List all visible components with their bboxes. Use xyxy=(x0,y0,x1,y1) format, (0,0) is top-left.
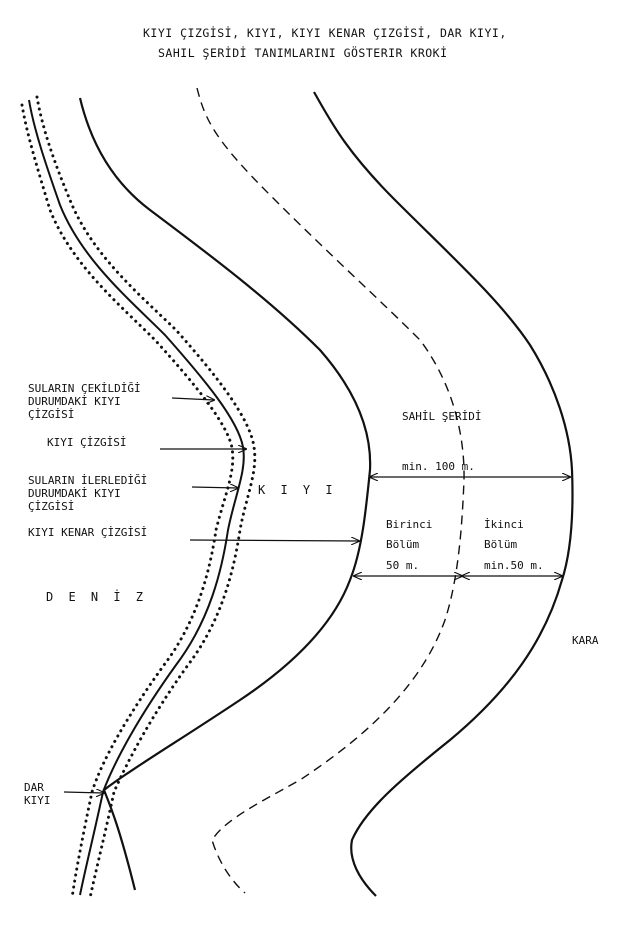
coastal-strip-width-label: min. 100 m. xyxy=(402,460,475,473)
advancing-shoreline-label-3: ÇİZGİSİ xyxy=(28,500,74,513)
first-section-label-2: Bölüm xyxy=(386,538,419,551)
advancing-shoreline-label-1: SULARIN İLERLEDİĞİ xyxy=(28,474,147,487)
second-section-label-1: İkinci xyxy=(484,518,524,531)
receding-shoreline-arrow xyxy=(171,398,214,400)
narrow-shore-arrow xyxy=(63,792,104,793)
shore-edge-line-arrow xyxy=(189,540,359,541)
section-boundary-dashed xyxy=(196,87,465,894)
title-line-1: KIYI ÇIZGİSİ, KIYI, KIYI KENAR ÇIZGİSİ, … xyxy=(143,25,507,40)
advancing-shoreline-arrow xyxy=(191,487,238,488)
receding-shoreline-label-1: SULARIN ÇEKİLDİĞİ xyxy=(28,382,141,395)
shore-edge-line-curve xyxy=(78,97,372,891)
receding-shoreline-label-2: DURUMDAKİ KIYI xyxy=(28,395,121,408)
receding-water-shoreline xyxy=(20,103,235,900)
first-section-label-3: 50 m. xyxy=(386,559,419,572)
receding-shoreline-label-3: ÇİZGİSİ xyxy=(28,408,74,421)
sea-label: D E N İ Z xyxy=(46,589,147,604)
shore-edge-line-label: KIYI KENAR ÇİZGİSİ xyxy=(28,526,147,539)
land-label: KARA xyxy=(572,634,599,647)
shoreline-curve xyxy=(28,99,245,896)
second-section-label-3: min.50 m. xyxy=(484,559,544,572)
advancing-water-shoreline xyxy=(35,95,257,900)
shore-label: K I Y I xyxy=(258,483,337,497)
title-line-2: SAHIL ŞERİDİ TANIMLARINI GÖSTERIR KROKİ xyxy=(158,44,448,60)
advancing-shoreline-label-2: DURUMDAKİ KIYI xyxy=(28,487,121,500)
land-boundary-curve xyxy=(313,91,574,897)
first-section-label-1: Birinci xyxy=(386,518,432,531)
coastal-strip-label: SAHİL ŞERİDİ xyxy=(402,410,481,423)
second-section-label-2: Bölüm xyxy=(484,538,517,551)
narrow-shore-label-2: KIYI xyxy=(24,794,51,807)
narrow-shore-label-1: DAR xyxy=(24,781,44,794)
shoreline-label: KIYI ÇİZGİSİ xyxy=(47,436,126,449)
